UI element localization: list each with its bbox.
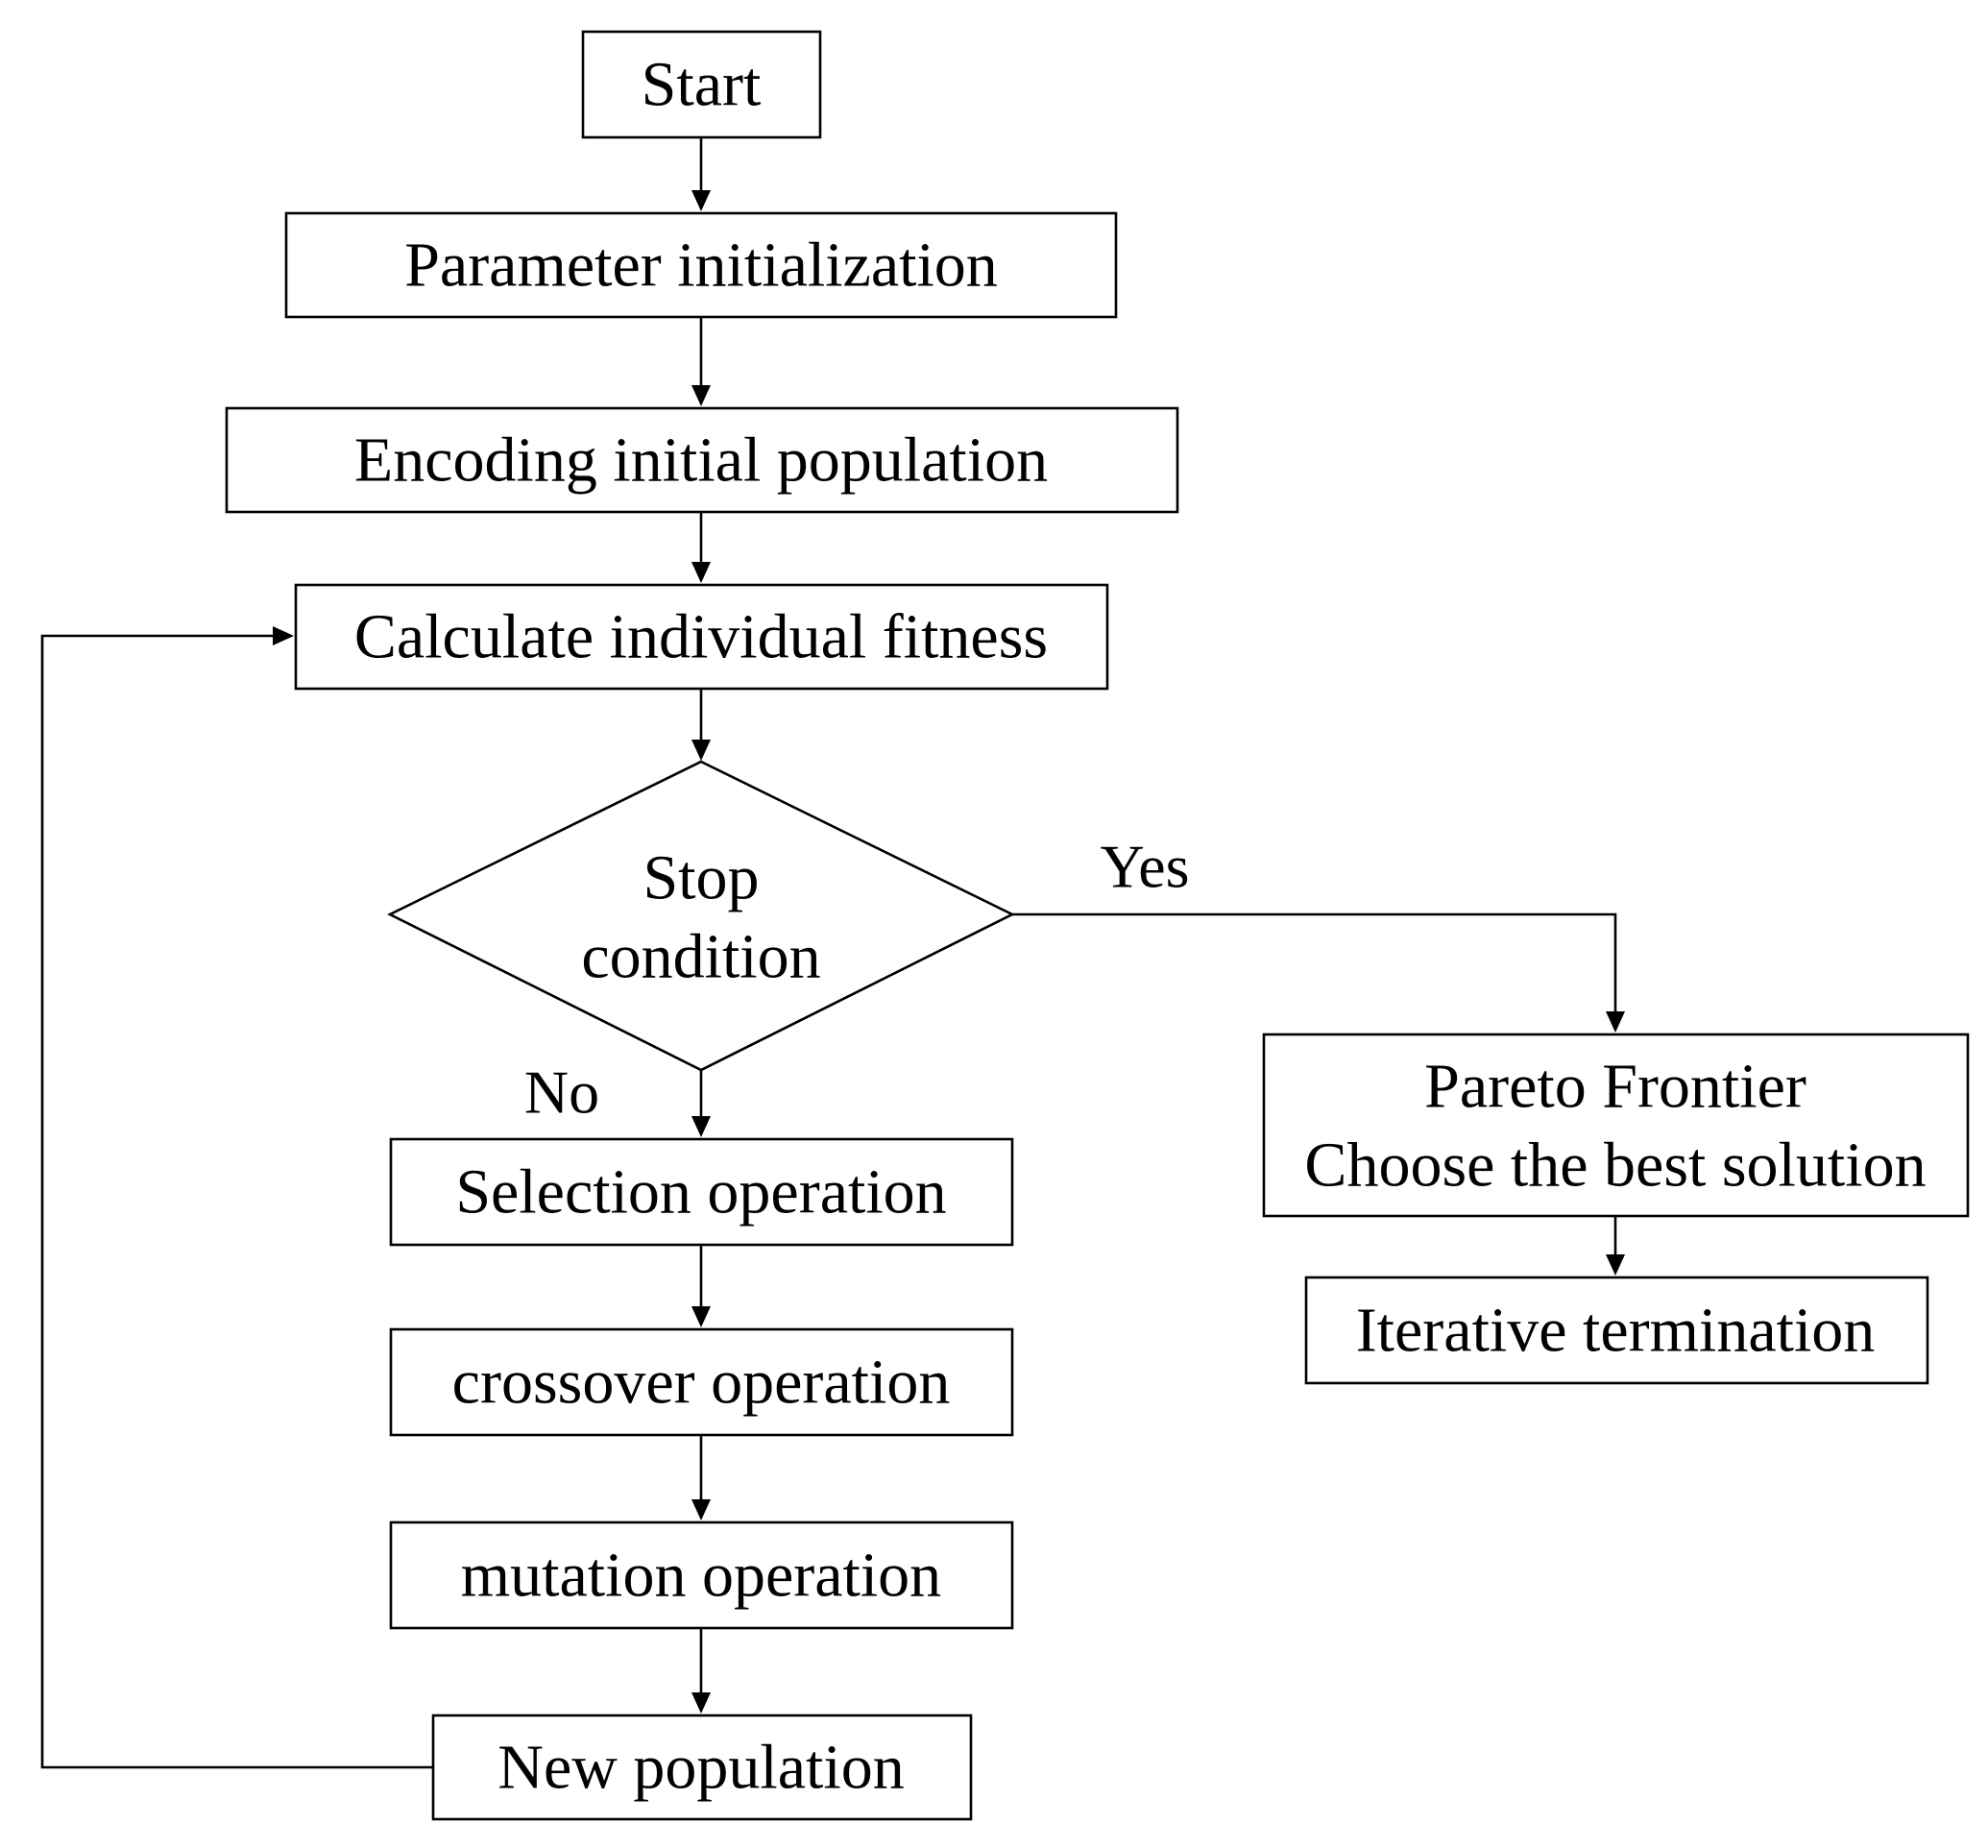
new-population-label: New population [497, 1733, 904, 1803]
encoding-initial-population-label: Encoding initial population [354, 426, 1048, 496]
parameter-initialization-label: Parameter initialization [404, 231, 998, 301]
iterative-termination-label: Iterative termination [1356, 1296, 1876, 1366]
edges [40, 137, 1617, 1769]
calculate-individual-fitness-label: Calculate individual fitness [354, 602, 1048, 672]
arrowhead-mutation [691, 1499, 711, 1520]
node-calculate-individual-fitness: Calculate individual fitness [294, 583, 1109, 691]
stop-condition-label-line-1: Stop [642, 843, 759, 913]
pareto-frontier-label-line-2: Choose the best solution [1304, 1131, 1926, 1201]
crossover-operation-label: crossover operation [452, 1348, 951, 1418]
node-encoding-initial-population: Encoding initial population [225, 406, 1179, 514]
encoding-initial-population-box [225, 406, 1179, 514]
node-parameter-initialization: Parameter initialization [284, 211, 1118, 319]
arrowhead-crossover [691, 1306, 711, 1327]
edge-label-yes: Yes [1100, 833, 1189, 901]
arrowhead-fitness [691, 562, 711, 583]
arrowhead-pareto [1606, 1011, 1625, 1033]
start-box [581, 30, 822, 139]
selection-operation-label: Selection operation [455, 1157, 946, 1228]
node-mutation-operation: mutation operation [389, 1520, 1014, 1630]
arrowhead-param [691, 190, 711, 211]
arrowheads [273, 190, 1625, 1714]
node-stop-condition: Stop condition [387, 760, 1015, 1072]
stop-condition-diamond [387, 760, 1015, 1072]
node-new-population: New population [431, 1714, 973, 1821]
crossover-operation-box [389, 1327, 1014, 1437]
edge-stop-yes-to-pareto [1012, 912, 1617, 1013]
mutation-operation-box [389, 1520, 1014, 1630]
node-iterative-termination: Iterative termination [1304, 1276, 1929, 1385]
arrowhead-feedback-fitness [273, 626, 294, 645]
arrowhead-termination [1606, 1254, 1625, 1276]
node-selection-operation: Selection operation [389, 1137, 1014, 1247]
pareto-frontier-box [1262, 1033, 1970, 1218]
arrowhead-stop [691, 740, 711, 761]
stop-condition-label-line-2: condition [581, 922, 820, 992]
arrowhead-selection [691, 1116, 711, 1137]
parameter-initialization-box [284, 211, 1118, 319]
node-pareto-frontier: Pareto Frontier Choose the best solution [1262, 1033, 1970, 1218]
new-population-box [431, 1714, 973, 1821]
pareto-frontier-label-line-1: Pareto Frontier [1424, 1052, 1806, 1122]
edge-new-population-feedback-loop [40, 634, 433, 1769]
selection-operation-box [389, 1137, 1014, 1247]
arrowhead-encoding [691, 385, 711, 406]
calculate-individual-fitness-box [294, 583, 1109, 691]
mutation-operation-label: mutation operation [461, 1541, 941, 1611]
node-start: Start [581, 30, 822, 139]
node-crossover-operation: crossover operation [389, 1327, 1014, 1437]
arrowhead-new-population [691, 1692, 711, 1714]
iterative-termination-box [1304, 1276, 1929, 1385]
start-label: Start [642, 50, 762, 120]
edge-label-no: No [524, 1058, 599, 1127]
